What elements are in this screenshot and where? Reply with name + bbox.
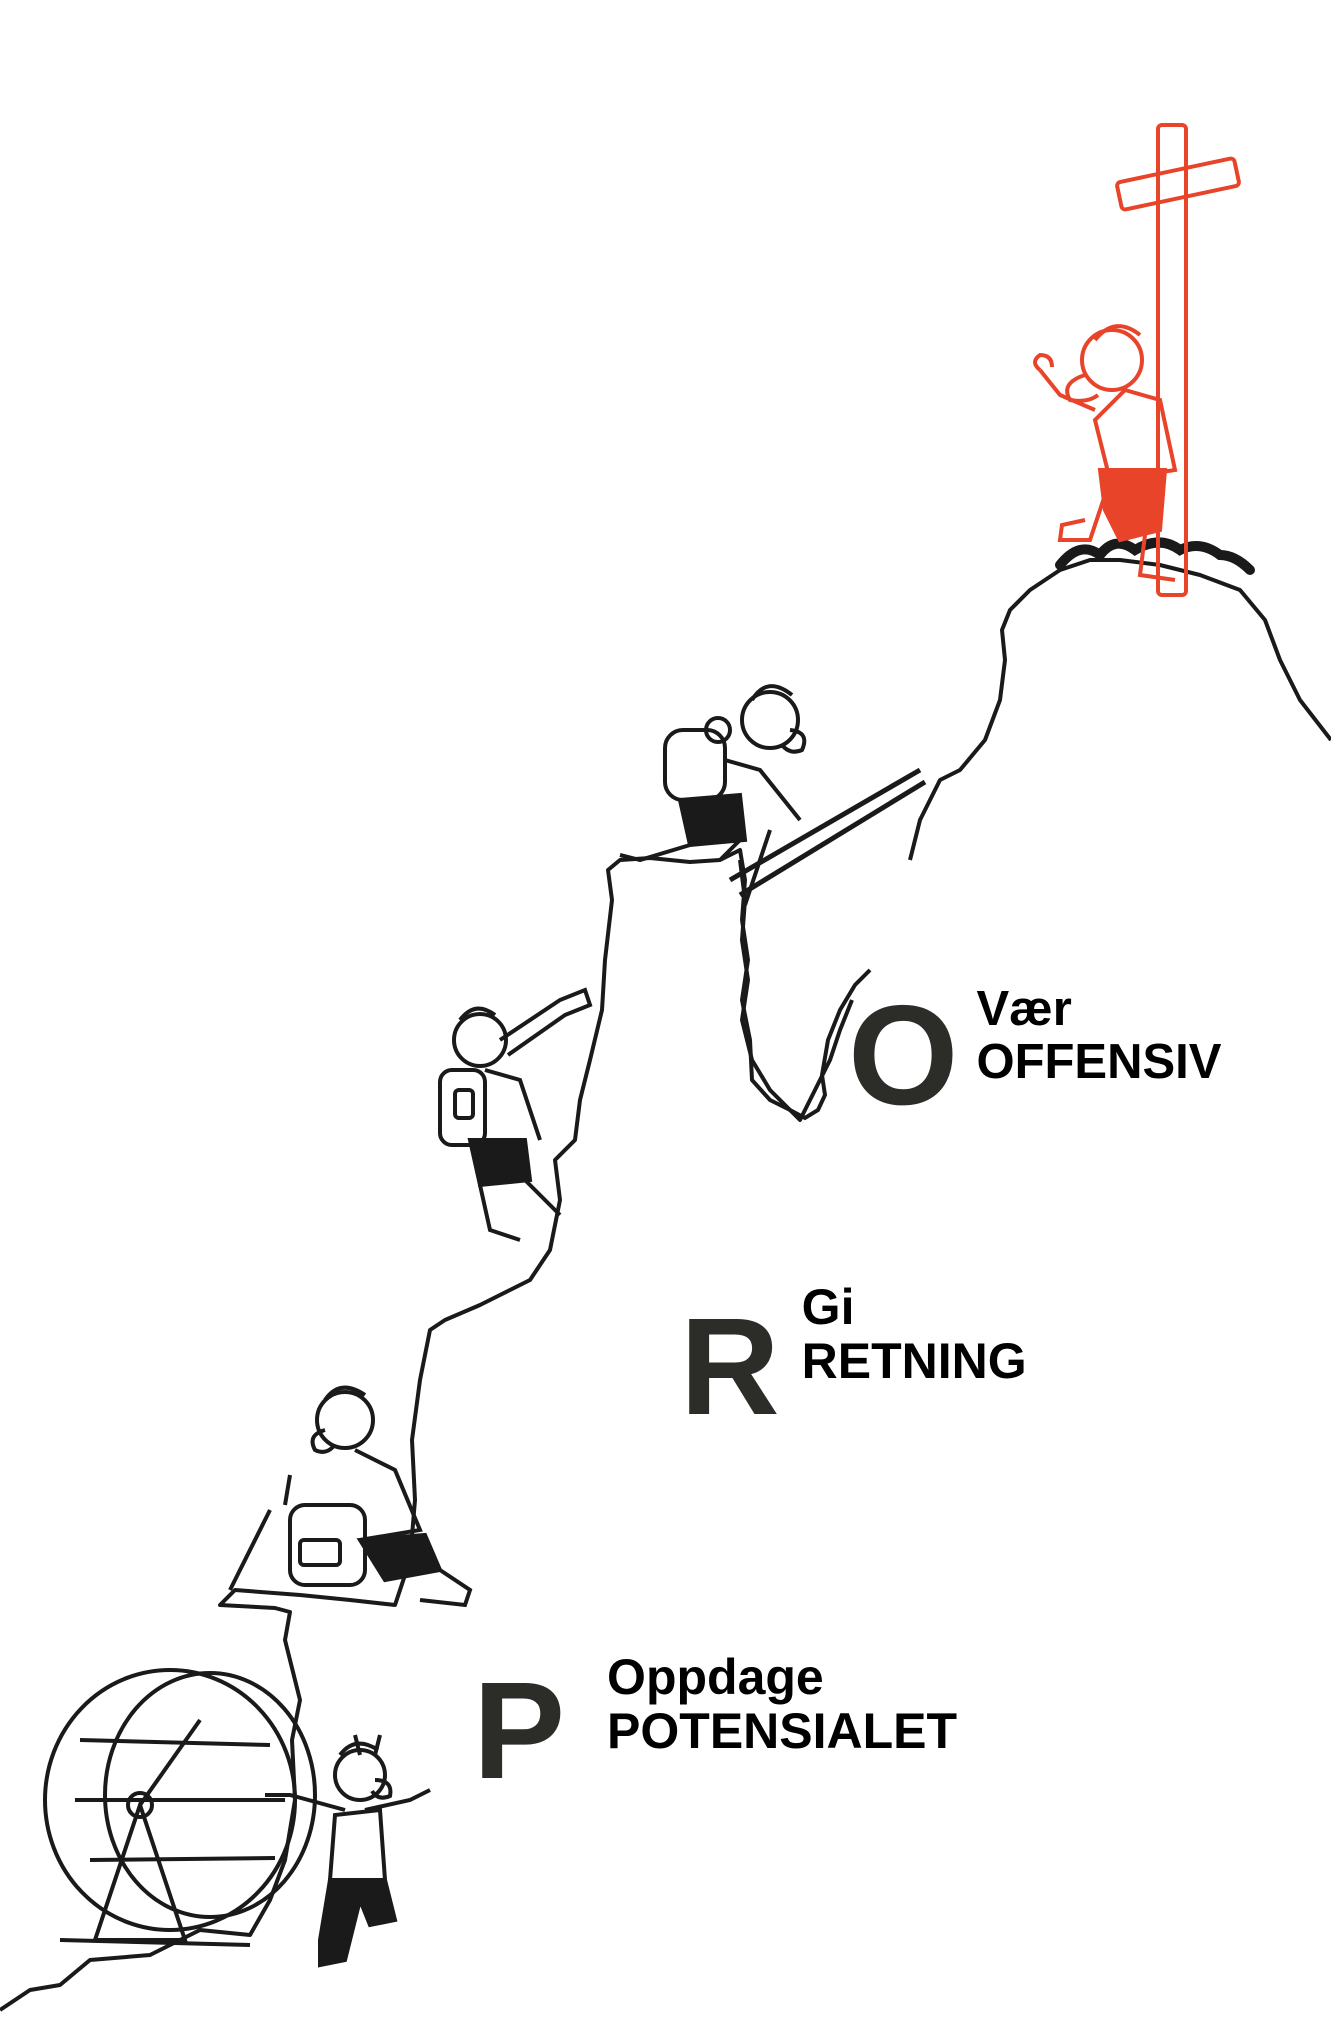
stage-o-line2: OFFENSIV (976, 1034, 1222, 1089)
person-packing-backpack-figure (228, 1385, 473, 1608)
stage-p-line1: Oppdage (607, 1649, 824, 1705)
stage-o-caption: Vær OFFENSIV (976, 983, 1221, 1089)
stage-p-line2: POTENSIALET (607, 1703, 958, 1759)
stage-r-line2: RETNING (801, 1333, 1027, 1389)
stage-p-block: P Oppdage POTENSIALET (473, 1650, 957, 1800)
stage-p-caption: Oppdage POTENSIALET (607, 1650, 957, 1758)
stage-r-caption: Gi RETNING (802, 1280, 1027, 1388)
climber-with-poles-figure (619, 684, 927, 906)
stage-r-line1: Gi (801, 1279, 855, 1335)
stage-o-line1: Vær (976, 982, 1072, 1036)
stage-o-letter: O (848, 976, 959, 1135)
stage-p-letter: P (473, 1654, 566, 1808)
summit-cross (1115, 123, 1241, 597)
stage-o-block: O Vær OFFENSIV (848, 976, 1221, 1135)
stage-r-block: R Gi RETNING (680, 1280, 1027, 1436)
mountain-right-slope (908, 558, 1331, 861)
cliff-overhang (738, 859, 872, 1121)
hamster-wheel (43, 1668, 317, 1947)
stage-r-letter: R (680, 1290, 780, 1444)
summit-person-figure (1033, 324, 1178, 582)
person-at-wheel-figure (265, 1734, 431, 1968)
climber-with-telescope-figure (438, 987, 593, 1242)
